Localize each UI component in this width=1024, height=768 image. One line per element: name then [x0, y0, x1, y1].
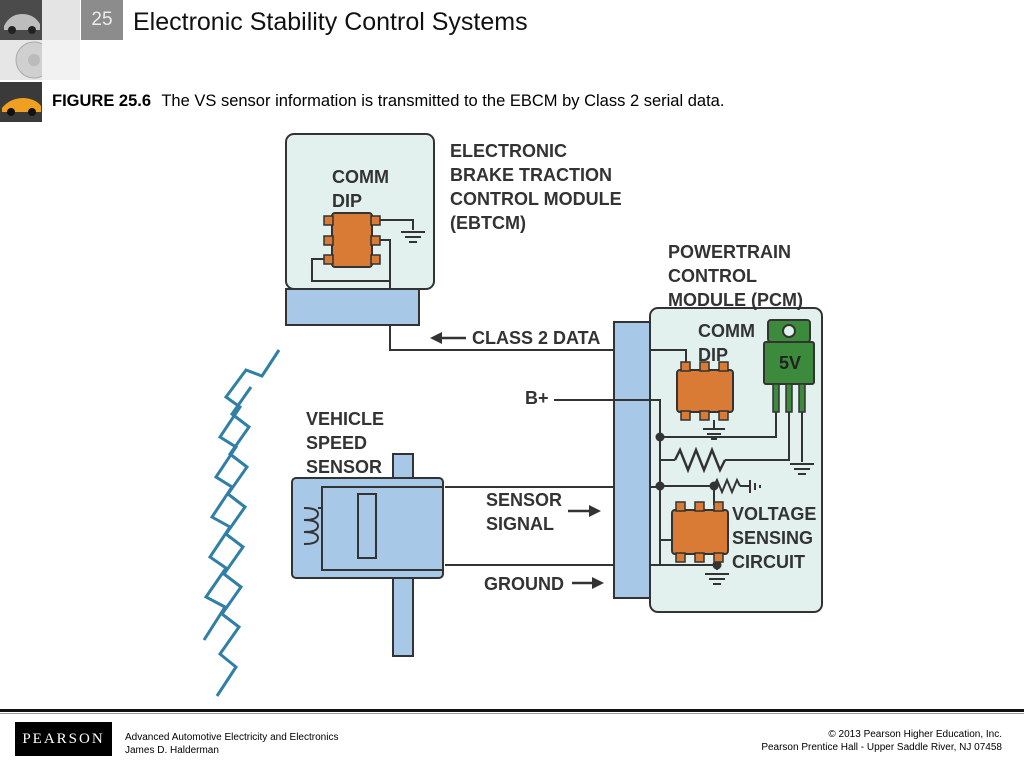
- figure-label: FIGURE 25.6: [52, 92, 152, 110]
- wheel-icon: [0, 40, 42, 80]
- voltage-sensing-chip: [671, 501, 729, 563]
- ebtcm-ground-icon: [401, 231, 425, 243]
- vss-label-3: SENSOR: [306, 457, 382, 477]
- sensor-signal-label-1: SENSOR: [486, 490, 562, 510]
- sensor-coil-icon: [303, 507, 320, 545]
- car-thumbnail-image: [0, 0, 42, 40]
- pcm-name-3: MODULE (PCM): [668, 290, 803, 310]
- pcm-connector: [613, 321, 651, 599]
- footer-divider-thin: [0, 713, 1024, 714]
- pcm-name-1: POWERTRAIN: [668, 242, 791, 262]
- ebtcm-name-4: (EBTCM): [450, 213, 526, 233]
- pcm-ground-icons: [703, 428, 814, 585]
- footer-copyright: © 2013 Pearson Higher Education, Inc.: [828, 729, 1002, 740]
- sportscar-thumbnail-image: [0, 82, 42, 122]
- pcm-comm-label-1: COMM: [698, 321, 755, 341]
- pcm-comm-dip-chip: [676, 361, 734, 421]
- class2-data-label: CLASS 2 DATA: [472, 328, 600, 348]
- voltage-sensing-label-1: VOLTAGE: [732, 504, 816, 524]
- pcm-comm-label-2: DIP: [698, 345, 728, 365]
- footer-book-title: Advanced Automotive Electricity and Elec…: [125, 732, 339, 743]
- sensor-signal-label-2: SIGNAL: [486, 514, 554, 534]
- ebtcm-wiring: [311, 219, 414, 290]
- header-thumbnails: [0, 0, 42, 124]
- voltage-regulator-5v: [763, 319, 815, 413]
- reluctor-wave-icon: [215, 386, 253, 697]
- header-decoration-lower: [42, 40, 80, 80]
- page-title: Electronic Stability Control Systems: [133, 8, 528, 36]
- sense-resistor: [713, 477, 741, 495]
- sportscar-icon: [0, 82, 42, 122]
- header-decoration: [42, 0, 80, 40]
- footer-publisher: Pearson Prentice Hall - Upper Saddle Riv…: [761, 742, 1002, 753]
- footer-author: James D. Halderman: [125, 745, 219, 756]
- sensor-signal-arrow-icon: [568, 505, 601, 517]
- class2-data-wire: [389, 325, 614, 351]
- pearson-logo: PEARSON: [15, 722, 112, 756]
- ebtcm-name-2: BRAKE TRACTION: [450, 165, 612, 185]
- reluctor-wave-outer: [202, 349, 281, 641]
- vehicle-speed-sensor: [291, 453, 444, 657]
- ground-arrow-icon: [572, 577, 604, 589]
- ebtcm-comm-label-2: DIP: [332, 191, 362, 211]
- vss-label-1: VEHICLE: [306, 409, 384, 429]
- bplus-label: B+: [525, 388, 549, 408]
- ebtcm-comm-label-1: COMM: [332, 167, 389, 187]
- ebtcm-name-1: ELECTRONIC: [450, 141, 567, 161]
- wheel-thumbnail-image: [0, 40, 42, 80]
- ebtcm-connector: [285, 288, 420, 326]
- ebtcm-name-3: CONTROL MODULE: [450, 189, 622, 209]
- car-silhouette-icon: [0, 0, 42, 40]
- footer-divider: [0, 709, 1024, 712]
- pcm-name-2: CONTROL: [668, 266, 757, 286]
- footer-copyright-info: © 2013 Pearson Higher Education, Inc. Pe…: [761, 728, 1002, 754]
- footer-book-info: Advanced Automotive Electricity and Elec…: [125, 731, 338, 757]
- chapter-number: 25: [81, 0, 123, 40]
- vss-label-2: SPEED: [306, 433, 367, 453]
- class2-arrow-icon: [430, 332, 466, 344]
- figure-caption-text: The VS sensor information is transmitted…: [161, 92, 725, 110]
- pcm-resistor: [673, 446, 727, 474]
- figure-caption: FIGURE 25.6 The VS sensor information is…: [52, 92, 724, 111]
- voltage-sensing-label-3: CIRCUIT: [732, 552, 805, 572]
- voltage-sensing-label-2: SENSING: [732, 528, 813, 548]
- ebtcm-comm-dip-chip: [323, 212, 381, 268]
- ground-label: GROUND: [484, 574, 564, 594]
- regulator-label: 5V: [779, 353, 801, 373]
